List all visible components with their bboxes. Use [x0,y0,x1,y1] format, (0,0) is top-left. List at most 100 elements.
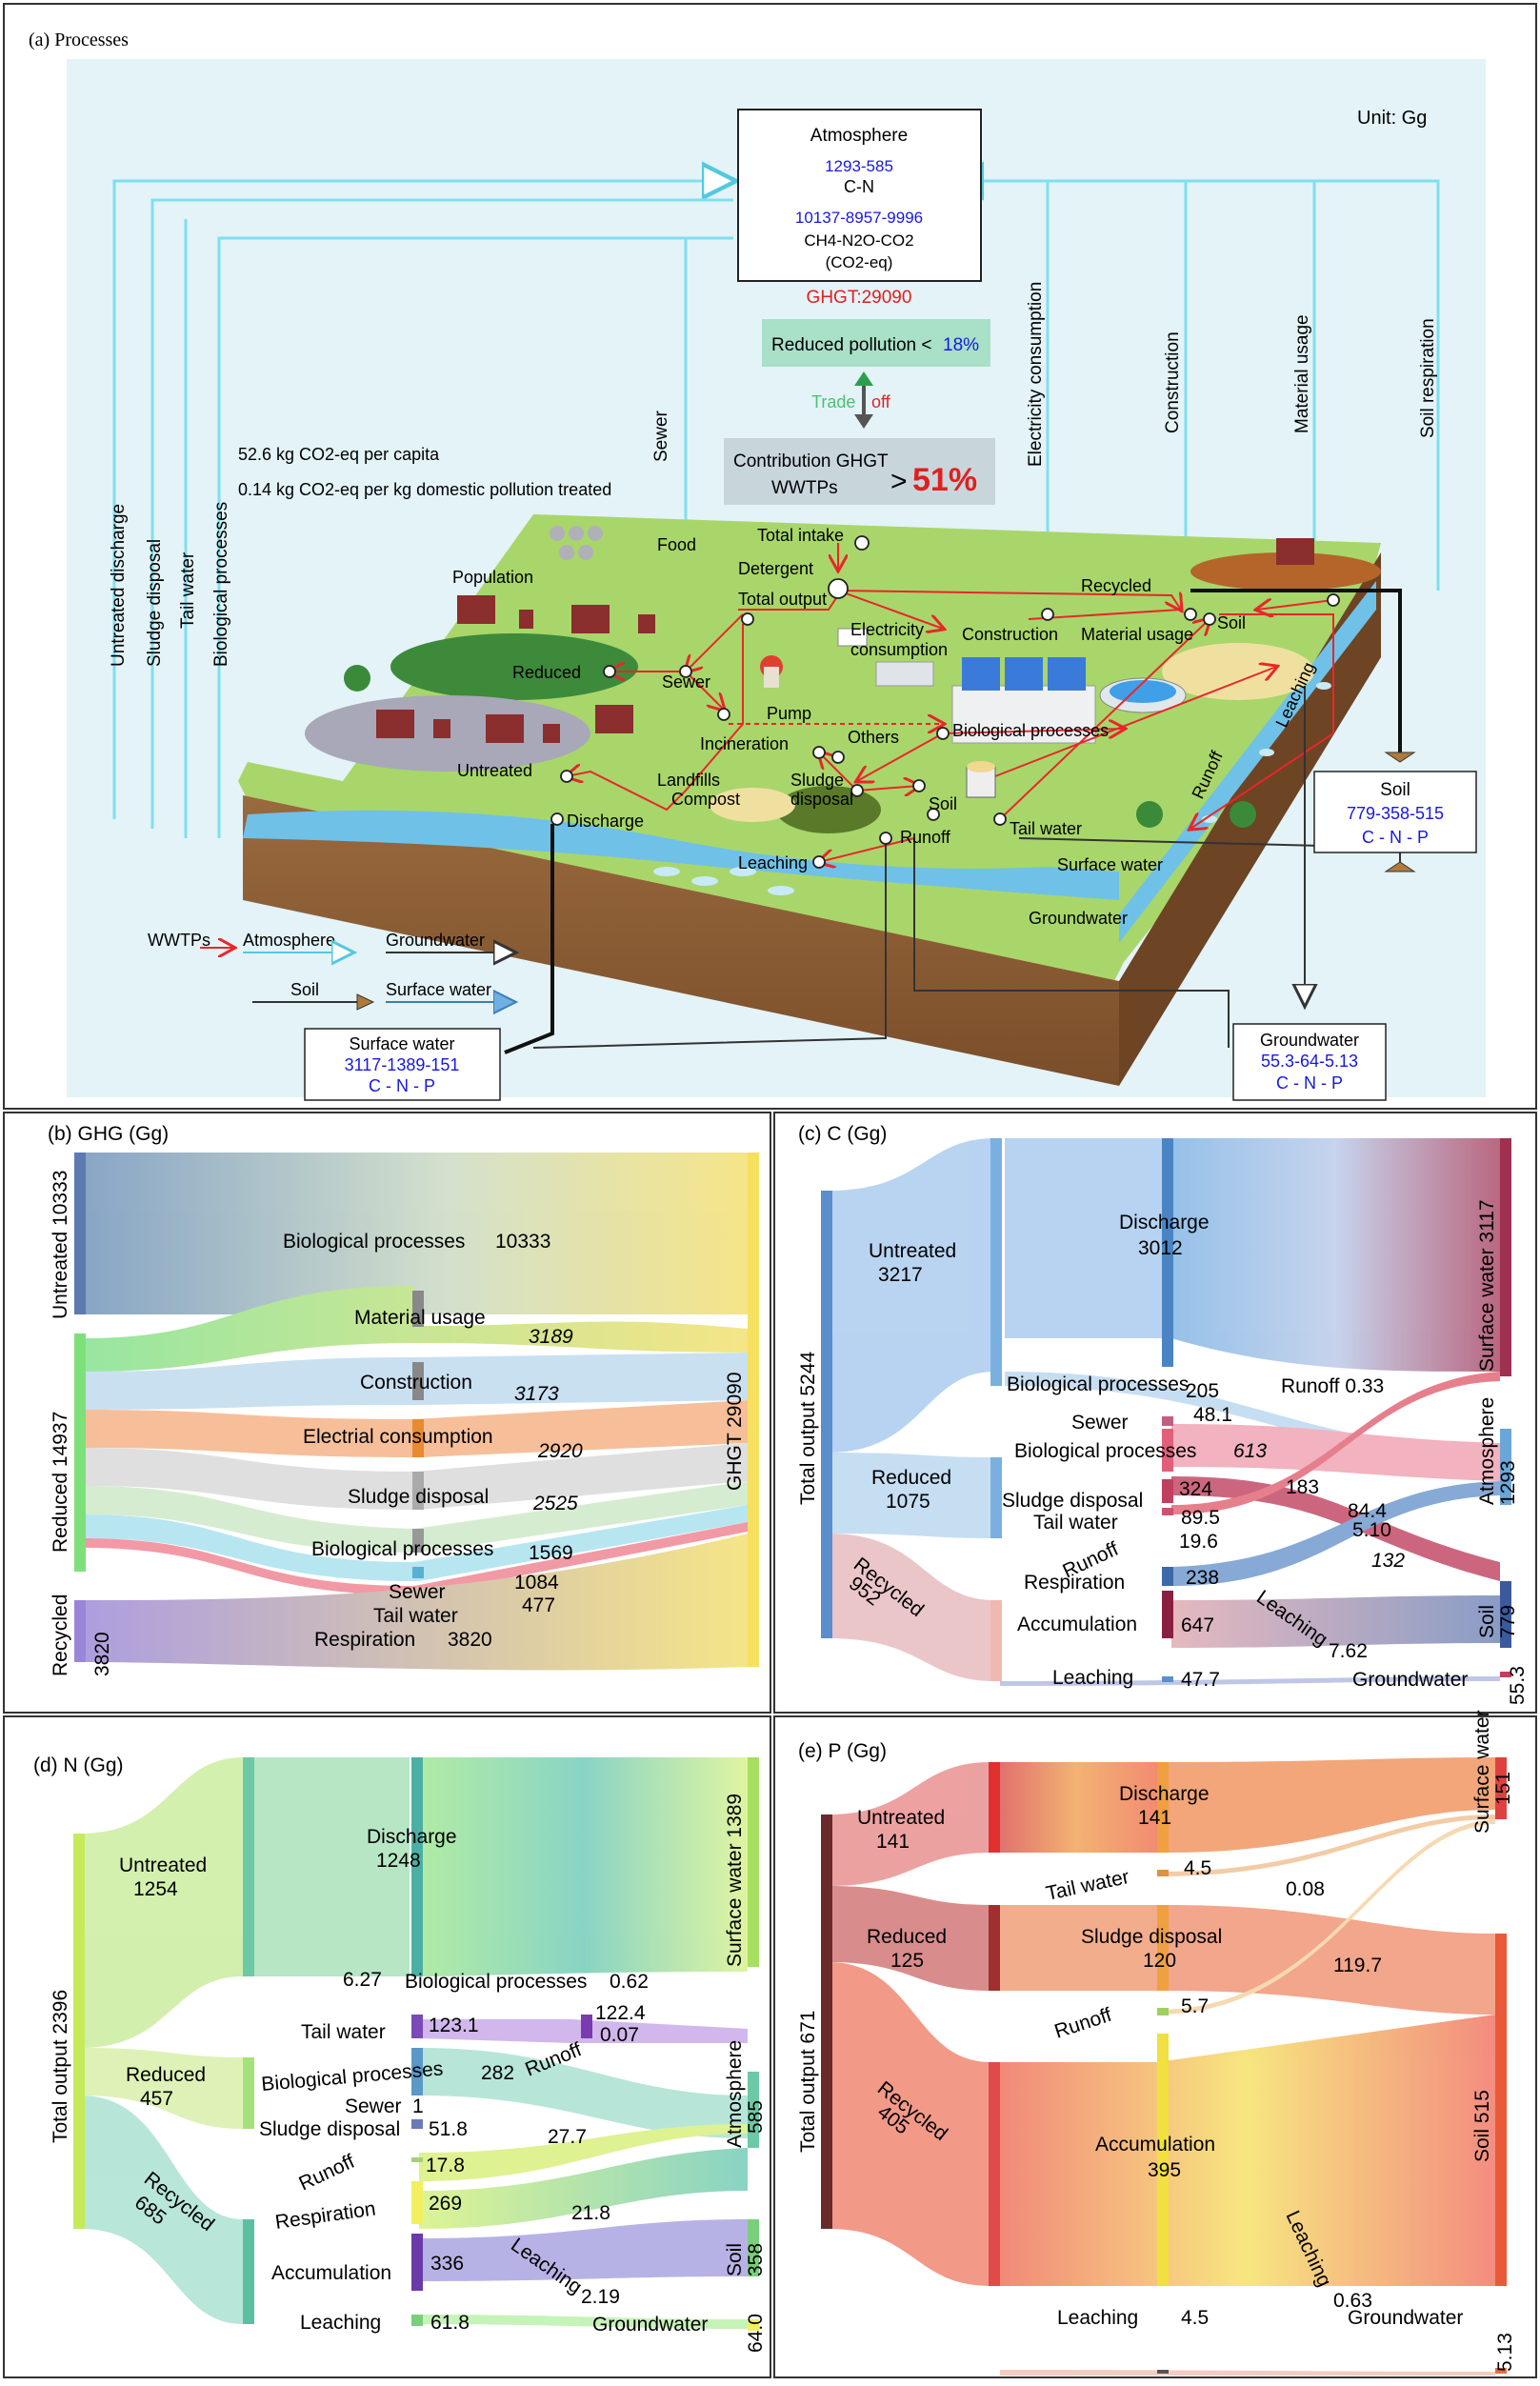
flow-bio-value: 10333 [495,1231,550,1253]
soil-box: Soil 779-358-515 C - N - P [1313,752,1477,872]
label-disposal: disposal [790,790,853,809]
c-label-atmos: Atmosphere [1476,1397,1498,1505]
label-sewer: Sewer [662,672,710,692]
legend: WWTPs Atmosphere Groundwater Soil Surfac… [148,931,514,1010]
c-label-510: 5.10 [1352,1519,1391,1541]
flow-bio2-value: 1569 [529,1542,573,1564]
ghg-total: GHGT:29090 [807,288,912,308]
label-discharge: Discharge [567,812,644,831]
c-label-tail: Tail water [1033,1512,1118,1534]
legend-surface-water: Surface water [386,980,491,999]
label-reduced: Reduced [512,663,581,682]
e-label-surface: Surface water [1471,1710,1493,1834]
c-label-atmos-v: 1293 [1497,1460,1519,1505]
c-label-132: 132 [1371,1550,1405,1572]
reduced-pollution-text: Reduced pollution < [771,335,932,355]
e-label-untreated: Untreated [857,1807,945,1829]
c-label-bio2: Biological processes [1014,1440,1196,1462]
c-label-leaching2-v: 47.7 [1181,1669,1220,1691]
node-c-soil [1500,1581,1511,1648]
groundwater-box: Groundwater 55.3-64-5.13 C - N - P [1232,1023,1387,1101]
c-label-accum-v: 647 [1181,1614,1214,1636]
flow-tail-value: 477 [522,1594,555,1616]
d-label-219: 2.19 [581,2286,620,2308]
panel-b-ghg-sankey: (b) GHG (Gg) Untreated 10333 Reduced 149… [3,1112,771,1714]
node-c-surface [1500,1138,1511,1376]
e-label-reduced-v: 125 [890,1950,924,1972]
c-label-reduced: Reduced [871,1467,951,1489]
flow-tail-label: Tail water [373,1605,458,1627]
e-label-leaching2: Leaching [1057,2307,1138,2329]
d-label-sewer: Sewer [345,2095,402,2117]
c-label-762: 7.62 [1329,1640,1368,1662]
label-sludge: Sludge [790,771,844,790]
d-label-1224: 122.4 [595,2002,646,2024]
node-p-surface [1495,1757,1507,1819]
flow-sewer-value: 1084 [514,1572,559,1594]
d-label-discharge: Discharge [367,1826,457,1848]
e-label-discharge-v: 141 [1138,1807,1171,1829]
c-label-respiration-v: 238 [1186,1567,1219,1589]
contribution-box: Contribution GHGT WWTPs > 51% [724,438,995,505]
e-label-accum-v: 395 [1148,2159,1181,2181]
d-label-untreated-v: 1254 [133,1878,178,1900]
label-leaching: Leaching [738,853,808,872]
node-c-groundwater [1500,1672,1511,1677]
vlabel-soil-respiration: Soil respiration [1418,318,1438,438]
label-recycled: Recycled [50,1594,71,1676]
panel-b-title: (b) GHG (Gg) [48,1123,169,1145]
label-untreated: Untreated [457,761,532,780]
node-p-soil [1495,1934,1507,2286]
flow-sludge-value: 2525 [532,1493,578,1514]
flow-electrical-value: 2920 [537,1440,583,1462]
legend-soil: Soil [290,980,319,999]
d-label-007: 0.07 [600,2024,639,2046]
e-label-reduced: Reduced [867,1926,947,1948]
panel-e-phosphorus-sankey: (e) P (Gg) Total output 671 Untreated 14… [773,1710,1537,2378]
flow-bio2-label: Biological processes [311,1538,493,1560]
c-label-ground: Groundwater [1352,1669,1468,1691]
label-landfills: Landfills [657,771,720,790]
c-label-discharge: Discharge [1119,1212,1210,1233]
flow-respiration-value: 3820 [448,1629,492,1651]
legend-wwtps: WWTPs [148,931,210,950]
vlabel-tail-water: Tail water [178,551,198,629]
label-electricity: Electricity [850,620,924,639]
d-label-atmos: Atmosphere [724,2040,746,2148]
label-recycled: Recycled [1081,576,1151,595]
node-c-recycled [990,1600,1002,1681]
surface-box-title: Surface water [349,1034,454,1053]
atmosphere-cn-values: 1293-585 [825,157,893,175]
c-label-accum: Accumulation [1017,1614,1137,1635]
d-label-untreated: Untreated [119,1855,207,1876]
c-label-total: Total output 5244 [797,1352,819,1505]
d-label-respiration-v: 269 [429,2193,462,2215]
node-n-atmosphere [748,2072,759,2148]
flow-material-value: 3189 [529,1326,573,1348]
vlabel-electricity: Electricity consumption [1026,282,1046,467]
vlabel-sludge-disposal: Sludge disposal [145,539,165,667]
c-label-discharge-v: 3012 [1138,1237,1183,1259]
atmosphere-title: Atmosphere [810,126,908,146]
flow-sludge-label: Sludge disposal [348,1486,489,1508]
e-label-untreated-v: 141 [876,1831,910,1853]
vertical-labels: Untreated discharge Sludge disposal Tail… [109,282,1438,667]
label-ghg-total: GHGT 29090 [724,1372,746,1491]
reduced-pollution-box: Reduced pollution < 18% [762,319,990,367]
legend-atmosphere: Atmosphere [243,931,335,950]
soil-box-values: 779-358-515 [1347,804,1444,823]
legend-groundwater: Groundwater [386,931,485,950]
contribution-line1: Contribution GHGT [733,451,889,471]
c-label-reduced-v: 1075 [886,1491,930,1513]
soil-box-title: Soil [1380,780,1410,800]
panel-a-label: (a) Processes [29,30,129,50]
node-c-untreated [990,1138,1002,1386]
surface-water-box: Surface water 3117-1389-151 C - N - P [304,1028,501,1101]
panel-d-title: (d) N (Gg) [33,1754,124,1776]
e-label-surface-v: 151 [1492,1772,1514,1805]
node-n-total [73,1834,85,2229]
e-label-runoff-v: 5.7 [1181,1995,1209,2017]
d-label-accum-v: 336 [430,2253,464,2275]
label-soil-2: Soil [929,794,957,813]
node-p-recycled [989,2062,1000,2286]
